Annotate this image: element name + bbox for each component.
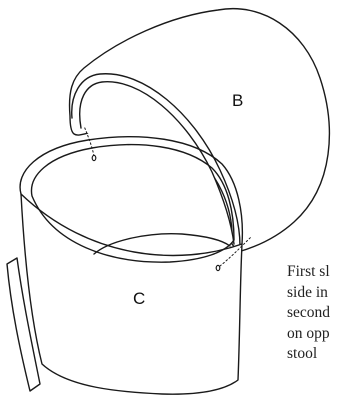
seam-guide-lower: [219, 235, 253, 267]
caption-line: stool: [287, 345, 318, 362]
part-b-rim-edge: [71, 73, 241, 247]
part-c-rim-outer: [19, 136, 244, 245]
caption-line: on opp: [287, 324, 330, 342]
instruction-caption: First sl side in second on opp stool: [287, 262, 338, 365]
part-c-body: [20, 193, 243, 395]
label-part-b: B: [232, 91, 243, 110]
caption-line: second: [287, 304, 331, 321]
caption-line: side in: [287, 283, 328, 301]
seam-guide-upper: [83, 125, 95, 157]
part-c-rim-inner: [30, 143, 235, 263]
caption-line: First sl: [287, 263, 330, 280]
hole-lower: [215, 264, 221, 272]
hole-upper: [91, 154, 97, 162]
label-part-c: C: [133, 289, 145, 308]
part-b-rim-inner: [79, 81, 235, 245]
part-c-floor: [93, 232, 231, 255]
part-c-side-strip: [6, 257, 41, 392]
